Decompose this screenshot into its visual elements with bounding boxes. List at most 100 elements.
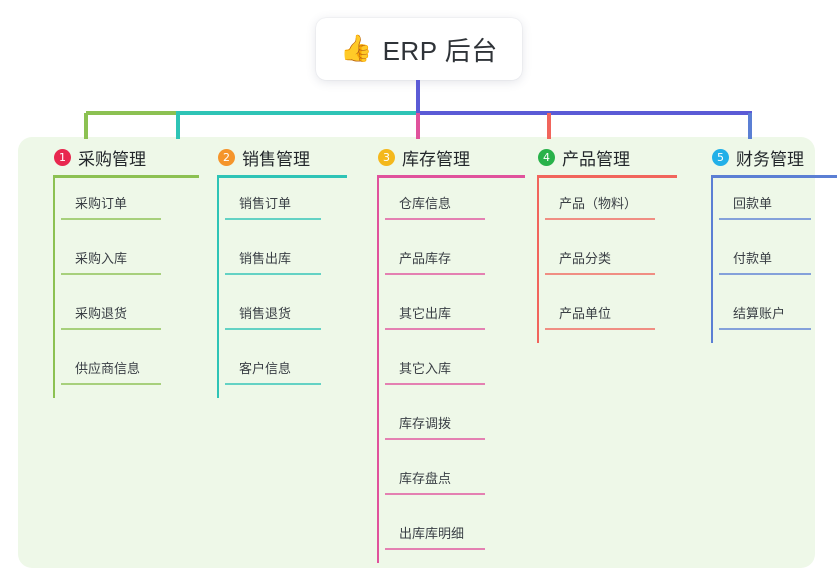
leaf-rule — [385, 273, 485, 275]
leaf-rule — [385, 218, 485, 220]
leaf-item[interactable]: 采购退货 — [53, 288, 199, 343]
leaf-item[interactable]: 库存调拨 — [377, 398, 525, 453]
thumbs-up-icon: 👍 — [340, 34, 373, 64]
leaf-label: 产品分类 — [559, 251, 612, 266]
leaf-label: 仓库信息 — [399, 196, 452, 211]
leaf-rule — [225, 328, 321, 330]
leaf-rule — [385, 493, 485, 495]
column-rule-2 — [217, 175, 347, 178]
column-title-3: 库存管理 — [402, 149, 470, 169]
leaf-label: 销售退货 — [239, 306, 292, 321]
leaf-rule — [61, 328, 161, 330]
leaf-label: 客户信息 — [239, 361, 292, 376]
column-badge-icon-2: 2 — [218, 148, 235, 166]
leaf-item[interactable]: 销售出库 — [217, 233, 347, 288]
column-title-5: 财务管理 — [736, 149, 804, 169]
leaf-label: 产品单位 — [559, 306, 612, 321]
leaf-item[interactable]: 产品库存 — [377, 233, 525, 288]
leaf-item[interactable]: 回款单 — [711, 178, 837, 233]
bus-segment-green — [86, 111, 178, 115]
leaf-item[interactable]: 采购入库 — [53, 233, 199, 288]
root-node[interactable]: 👍 ERP 后台 — [316, 18, 522, 80]
drop-connector-1 — [84, 113, 88, 139]
leaf-label: 其它入库 — [399, 361, 452, 376]
drop-connector-3 — [416, 113, 420, 139]
leaf-label: 库存调拨 — [399, 416, 452, 431]
leaf-rule — [719, 273, 811, 275]
column-spine-5 — [711, 178, 713, 343]
leaf-label: 供应商信息 — [75, 361, 141, 376]
leaf-item[interactable]: 销售订单 — [217, 178, 347, 233]
column-spine-4 — [537, 178, 539, 343]
leaf-rule — [61, 273, 161, 275]
leaf-label: 采购退货 — [75, 306, 128, 321]
column-badge-icon-5: 5 — [712, 148, 729, 166]
drop-connector-2 — [176, 113, 180, 139]
leaf-rule — [225, 383, 321, 385]
leaf-rule — [61, 383, 161, 385]
column-title-4: 产品管理 — [562, 149, 630, 169]
leaf-label: 其它出库 — [399, 306, 452, 321]
leaf-item[interactable]: 供应商信息 — [53, 343, 199, 398]
column-spine-3 — [377, 178, 379, 563]
leaf-label: 出库库明细 — [399, 526, 465, 541]
leaf-rule — [545, 218, 655, 220]
column-spine-2 — [217, 178, 219, 398]
diagram-panel — [18, 137, 815, 568]
leaf-rule — [61, 218, 161, 220]
column-rule-3 — [377, 175, 525, 178]
leaf-rule — [719, 328, 811, 330]
leaf-item[interactable]: 产品单位 — [537, 288, 677, 343]
leaf-item[interactable]: 仓库信息 — [377, 178, 525, 233]
column-badge-icon-1: 1 — [54, 148, 71, 166]
leaf-label: 产品（物料） — [559, 196, 638, 211]
leaf-item[interactable]: 出库库明细 — [377, 508, 525, 563]
leaf-label: 采购入库 — [75, 251, 128, 266]
column-rule-5 — [711, 175, 837, 178]
column-rule-4 — [537, 175, 677, 178]
leaf-rule — [385, 548, 485, 550]
drop-connector-4 — [547, 113, 551, 139]
leaf-label: 产品库存 — [399, 251, 452, 266]
leaf-item[interactable]: 付款单 — [711, 233, 837, 288]
column-1: 1 采购管理采购订单采购入库采购退货供应商信息 — [32, 137, 199, 398]
leaf-item[interactable]: 其它出库 — [377, 288, 525, 343]
leaf-label: 结算账户 — [733, 306, 786, 321]
leaf-item[interactable]: 客户信息 — [217, 343, 347, 398]
column-spine-1 — [53, 178, 55, 398]
column-5: 5 财务管理回款单付款单结算账户 — [690, 137, 837, 343]
column-3: 3 库存管理仓库信息产品库存其它出库其它入库库存调拨库存盘点出库库明细 — [356, 137, 525, 563]
column-header-5[interactable]: 5 财务管理 — [690, 137, 816, 177]
column-header-3[interactable]: 3 库存管理 — [356, 137, 504, 177]
bus-segment-indigo — [416, 111, 752, 115]
leaf-label: 库存盘点 — [399, 471, 452, 486]
leaf-item[interactable]: 产品（物料） — [537, 178, 677, 233]
leaf-item[interactable]: 其它入库 — [377, 343, 525, 398]
leaf-label: 销售订单 — [239, 196, 292, 211]
column-badge-icon-3: 3 — [378, 148, 395, 166]
leaf-label: 销售出库 — [239, 251, 292, 266]
leaf-label: 回款单 — [733, 196, 773, 211]
leaf-item[interactable]: 结算账户 — [711, 288, 837, 343]
column-4: 4 产品管理产品（物料） 产品分类产品单位 — [516, 137, 677, 343]
column-badge-icon-4: 4 — [538, 148, 555, 166]
column-header-1[interactable]: 1 采购管理 — [32, 137, 178, 177]
bus-segment-teal — [176, 111, 418, 115]
leaf-rule — [225, 218, 321, 220]
column-title-1: 采购管理 — [78, 149, 146, 169]
leaf-label: 付款单 — [733, 251, 773, 266]
leaf-rule — [385, 383, 485, 385]
leaf-rule — [385, 328, 485, 330]
leaf-rule — [545, 273, 655, 275]
column-header-4[interactable]: 4 产品管理 — [516, 137, 656, 177]
leaf-item[interactable]: 销售退货 — [217, 288, 347, 343]
leaf-item[interactable]: 产品分类 — [537, 233, 677, 288]
column-rule-1 — [53, 175, 199, 178]
leaf-item[interactable]: 库存盘点 — [377, 453, 525, 508]
drop-connector-5 — [748, 113, 752, 139]
leaf-label: 采购订单 — [75, 196, 128, 211]
leaf-item[interactable]: 采购订单 — [53, 178, 199, 233]
root-stem-connector — [416, 80, 420, 113]
